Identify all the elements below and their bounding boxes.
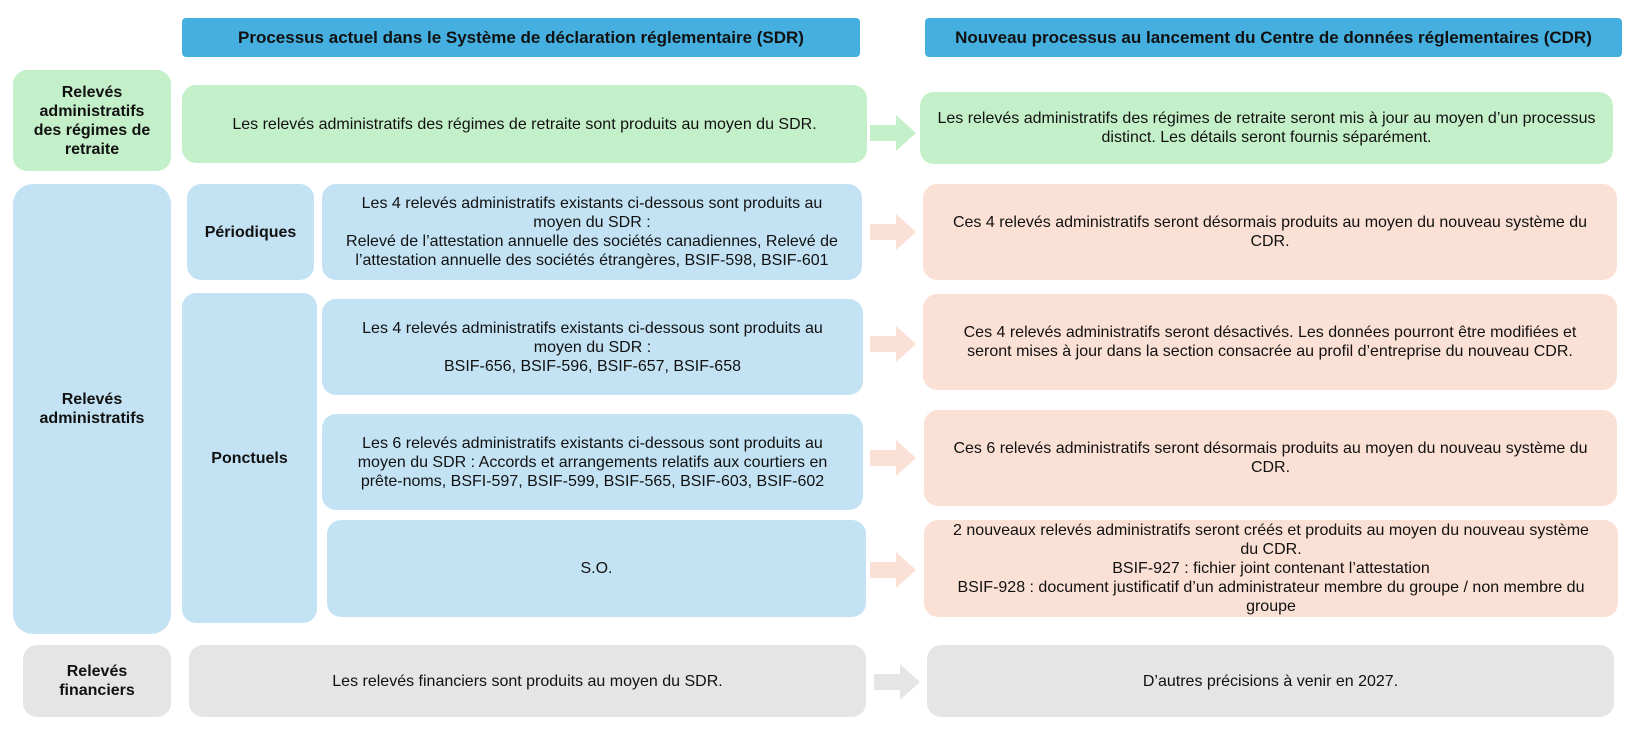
periodic-arrow-icon — [870, 214, 916, 250]
periodic-current-box: Les 4 relevés administratifs existants c… — [322, 184, 862, 280]
financial-current-box: Les relevés financiers sont produits au … — [189, 645, 866, 717]
pension-arrow-icon — [870, 115, 916, 151]
pension-current-box: Les relevés administratifs des régimes d… — [182, 85, 867, 163]
adhoc2-current-box: Les 6 relevés administratifs existants c… — [322, 414, 863, 510]
adhoc2-new-box: Ces 6 relevés administratifs seront déso… — [924, 410, 1617, 506]
adhoc3-arrow-icon — [870, 552, 916, 588]
current-process-header: Processus actuel dans le Système de décl… — [182, 18, 860, 57]
subcategory-adhoc: Ponctuels — [182, 293, 317, 623]
adhoc3-new-box: 2 nouveaux relevés administratifs seront… — [924, 520, 1618, 617]
category-admin: Relevés administratifs — [13, 184, 171, 634]
periodic-new-box: Ces 4 relevés administratifs seront déso… — [923, 184, 1617, 280]
adhoc1-current-box: Les 4 relevés administratifs existants c… — [322, 299, 863, 395]
new-process-header: Nouveau processus au lancement du Centre… — [925, 18, 1622, 57]
financial-arrow-icon — [874, 664, 920, 700]
adhoc3-current-box: S.O. — [327, 520, 866, 617]
financial-new-box: D’autres précisions à venir en 2027. — [927, 645, 1614, 717]
subcategory-periodic: Périodiques — [187, 184, 314, 280]
adhoc2-arrow-icon — [870, 440, 916, 476]
category-pension: Relevés administratifs des régimes de re… — [13, 70, 171, 171]
adhoc1-new-box: Ces 4 relevés administratifs seront désa… — [923, 294, 1617, 390]
category-financial: Relevés financiers — [23, 645, 171, 717]
pension-new-box: Les relevés administratifs des régimes d… — [920, 92, 1613, 164]
adhoc1-arrow-icon — [870, 326, 916, 362]
